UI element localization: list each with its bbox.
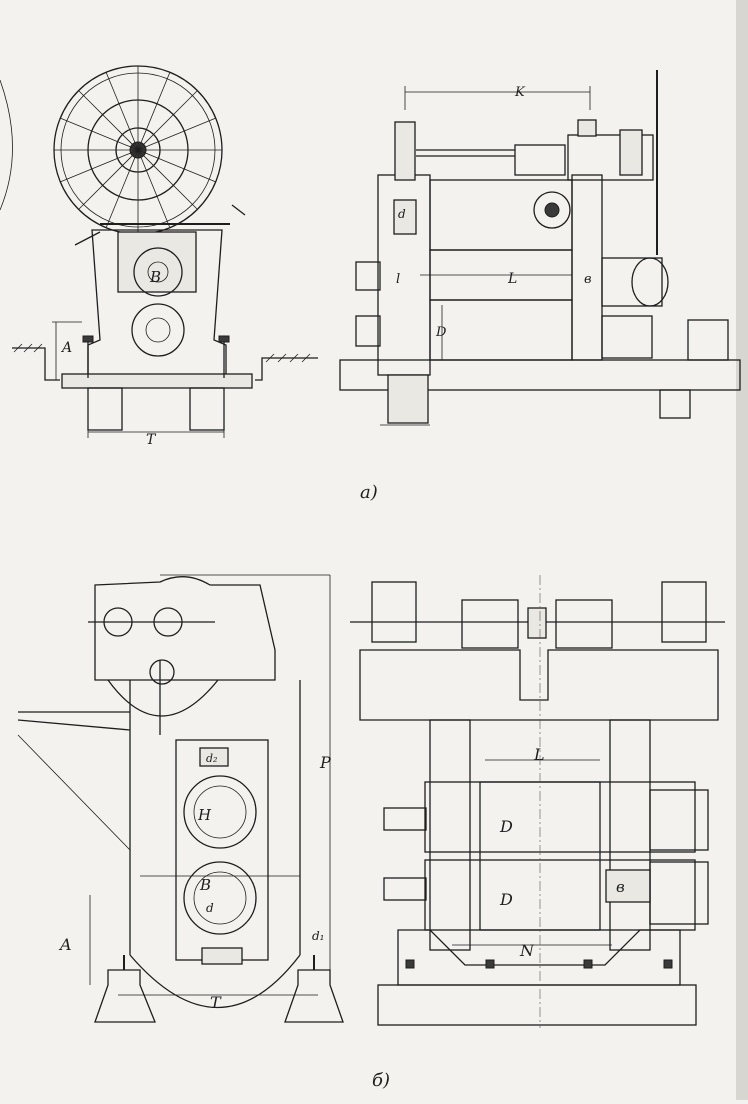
top-gearbox xyxy=(94,576,276,681)
lower-roll-b xyxy=(183,861,257,935)
left-bearing-lower xyxy=(355,315,381,347)
anchor-bolts xyxy=(82,335,230,378)
drive-wheel xyxy=(533,191,571,229)
upper-roll xyxy=(133,247,183,297)
screw-housing xyxy=(394,121,416,181)
right-stand xyxy=(571,174,603,361)
upper-housing xyxy=(359,649,719,721)
panel-a-front-view: A B T xyxy=(12,65,318,448)
label-d2: d₂ xyxy=(206,752,217,765)
scan-arc-mark xyxy=(0,79,13,211)
label-d-b: d xyxy=(206,901,214,915)
frame-housing xyxy=(129,680,301,1009)
roll-chocks xyxy=(175,739,269,961)
label-B: B xyxy=(149,268,161,286)
rail-section xyxy=(387,374,429,424)
label-T-b: T xyxy=(210,993,222,1012)
label-b: в xyxy=(584,272,592,287)
motor-left xyxy=(461,599,519,649)
floor-left xyxy=(12,347,60,381)
upper-roll-side xyxy=(424,781,696,853)
label-N: N xyxy=(519,941,535,960)
label-L: L xyxy=(507,271,517,287)
drive-housing xyxy=(567,134,654,181)
left-bearing-upper xyxy=(355,261,381,291)
handwheel xyxy=(53,65,223,235)
base-plate xyxy=(61,373,253,389)
foundation-left xyxy=(87,387,123,431)
lower-roll xyxy=(131,303,185,357)
lower-roll-side xyxy=(424,859,696,931)
worm-gear-box xyxy=(514,144,566,176)
panel-a-side-view: K d L l D в xyxy=(339,70,741,426)
floor-right xyxy=(255,357,318,381)
label-D-top: D xyxy=(499,817,513,836)
label-A: A xyxy=(60,340,72,356)
right-column xyxy=(609,719,651,951)
left-column-top xyxy=(371,581,417,643)
bed-plate xyxy=(377,984,697,1026)
label-B-b: B xyxy=(199,876,211,894)
label-D-bot: D xyxy=(499,890,513,909)
label-A-b: A xyxy=(58,935,72,954)
label-H: H xyxy=(197,806,212,824)
stand-base xyxy=(397,929,681,986)
upper-roll-b xyxy=(183,775,257,849)
panel-b-side-view: L D D в N xyxy=(350,575,725,1028)
gearbox-bowl xyxy=(107,679,219,717)
right-foot xyxy=(284,969,344,1023)
floor-hatch xyxy=(13,343,311,363)
motor xyxy=(601,257,663,307)
label-K: K xyxy=(514,85,526,100)
caption-b: б) xyxy=(372,1070,390,1091)
panel-b-front-view: d₂ H B d P A d₁ T xyxy=(17,574,344,1023)
label-D: D xyxy=(435,325,447,340)
label-T: T xyxy=(146,432,157,448)
foundation-right xyxy=(189,387,225,431)
label-d: d xyxy=(398,207,406,221)
caption-a: а) xyxy=(360,482,378,503)
left-foot xyxy=(94,969,156,1023)
lower-roll-barrel xyxy=(429,299,573,361)
left-column xyxy=(429,719,471,951)
label-d1: d₁ xyxy=(312,929,325,943)
motor-right xyxy=(555,599,613,649)
right-column-top xyxy=(661,581,707,643)
base-frame xyxy=(339,359,741,391)
label-P: P xyxy=(319,753,331,772)
label-l: l xyxy=(396,272,400,287)
scan-edge xyxy=(736,0,748,1100)
label-L-b: L xyxy=(533,745,545,764)
base-bolts xyxy=(405,959,673,969)
label-b-side: в xyxy=(616,878,625,896)
